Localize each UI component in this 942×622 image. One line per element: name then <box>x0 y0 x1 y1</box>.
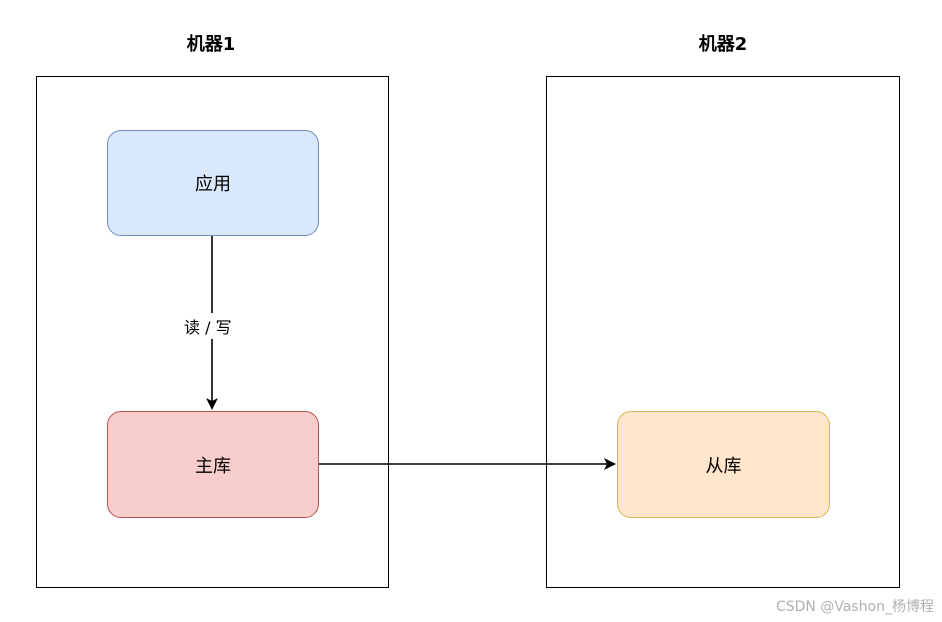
app-node[interactable]: 应用 <box>107 130 319 236</box>
slave-db-node[interactable]: 从库 <box>617 411 830 518</box>
master-db-node-label: 主库 <box>195 455 231 477</box>
edge-label-read-write: 读 / 写 <box>180 313 236 339</box>
master-db-node[interactable]: 主库 <box>107 411 319 518</box>
slave-db-node-label: 从库 <box>705 455 742 477</box>
app-node-label: 应用 <box>195 174 231 195</box>
machine1-title: 机器1 <box>186 34 236 55</box>
machine2-title: 机器2 <box>698 34 748 55</box>
watermark: CSDN @Vashon_杨博程 <box>775 599 934 615</box>
